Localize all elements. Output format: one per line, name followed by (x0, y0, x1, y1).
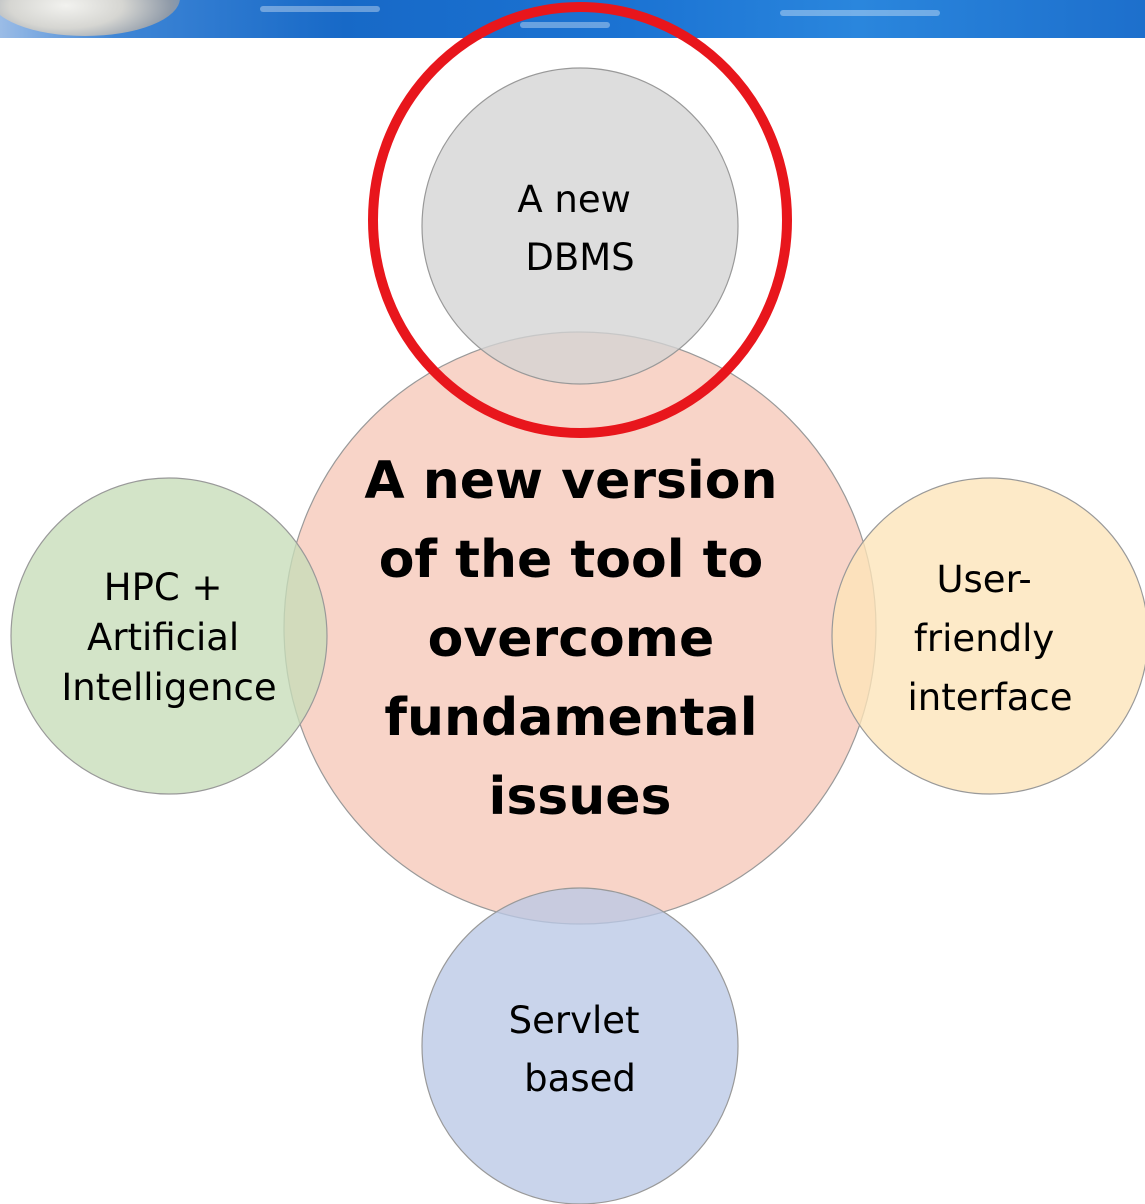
bottom-label: Servlet based (509, 999, 652, 1100)
left-circle (10, 477, 328, 795)
bottom-circle (421, 887, 739, 1204)
right-circle (831, 477, 1145, 795)
right-label: User- friendly interface (907, 558, 1072, 719)
top-label: A new DBMS (517, 178, 642, 279)
left-label: HPC + Artificial Intelligence (61, 566, 276, 709)
center-label: A new version of the tool to overcome fu… (364, 451, 795, 827)
highlight-ring (368, 2, 792, 438)
top-circle (421, 67, 739, 385)
